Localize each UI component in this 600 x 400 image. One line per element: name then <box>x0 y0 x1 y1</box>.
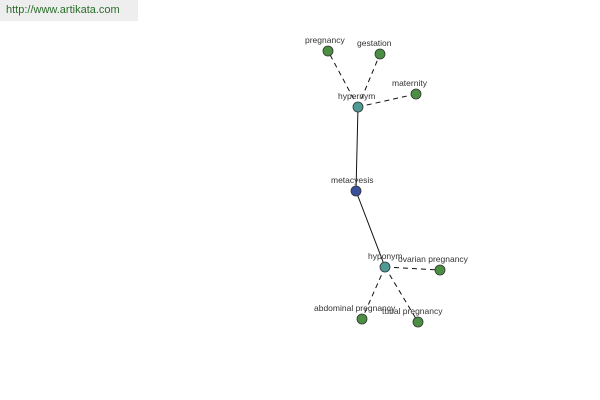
edge-hypernym-gestation <box>357 53 381 108</box>
node-label-metacyesis: metacyesis <box>331 175 374 185</box>
edge-hypernym-pregnancy <box>327 50 359 108</box>
graph-edges <box>327 50 441 323</box>
graph-labels: metacyesis hypernym hyponym pregnancy gestat… <box>305 35 469 316</box>
node-label-gestation: gestation <box>357 38 392 48</box>
node-label-hypernym: hypernym <box>338 91 375 101</box>
edge-hyponym-tubal_pregnancy <box>384 266 419 323</box>
node-hypernym[interactable] <box>352 101 364 113</box>
node-label-maternity: maternity <box>392 78 428 88</box>
node-maternity[interactable] <box>410 88 422 100</box>
node-hyponym[interactable] <box>379 261 391 273</box>
edge-hypernym-maternity <box>357 93 417 108</box>
edge-metacyesis-hypernym <box>355 106 359 192</box>
site-url-watermark: http://www.artikata.com <box>0 0 138 21</box>
node-label-hyponym: hyponym <box>368 251 403 261</box>
node-gestation[interactable] <box>374 48 386 60</box>
node-ovarian-pregnancy[interactable] <box>434 264 446 276</box>
node-tubal-pregnancy[interactable] <box>412 316 424 328</box>
edge-hyponym-abdominal_pregnancy <box>361 266 386 320</box>
node-label-ovarian-pregnancy: ovarian pregnancy <box>398 254 469 264</box>
node-label-pregnancy: pregnancy <box>305 35 345 45</box>
node-abdominal-pregnancy[interactable] <box>356 313 368 325</box>
node-label-tubal-pregnancy: tubal pregnancy <box>382 306 443 316</box>
edge-hyponym-ovarian_pregnancy <box>384 266 441 271</box>
node-pregnancy[interactable] <box>322 45 334 57</box>
node-metacyesis[interactable] <box>350 185 362 197</box>
node-label-abdominal-pregnancy: abdominal pregnancy <box>314 303 396 313</box>
edge-metacyesis-hyponym <box>355 190 386 268</box>
graph-nodes <box>322 45 446 328</box>
